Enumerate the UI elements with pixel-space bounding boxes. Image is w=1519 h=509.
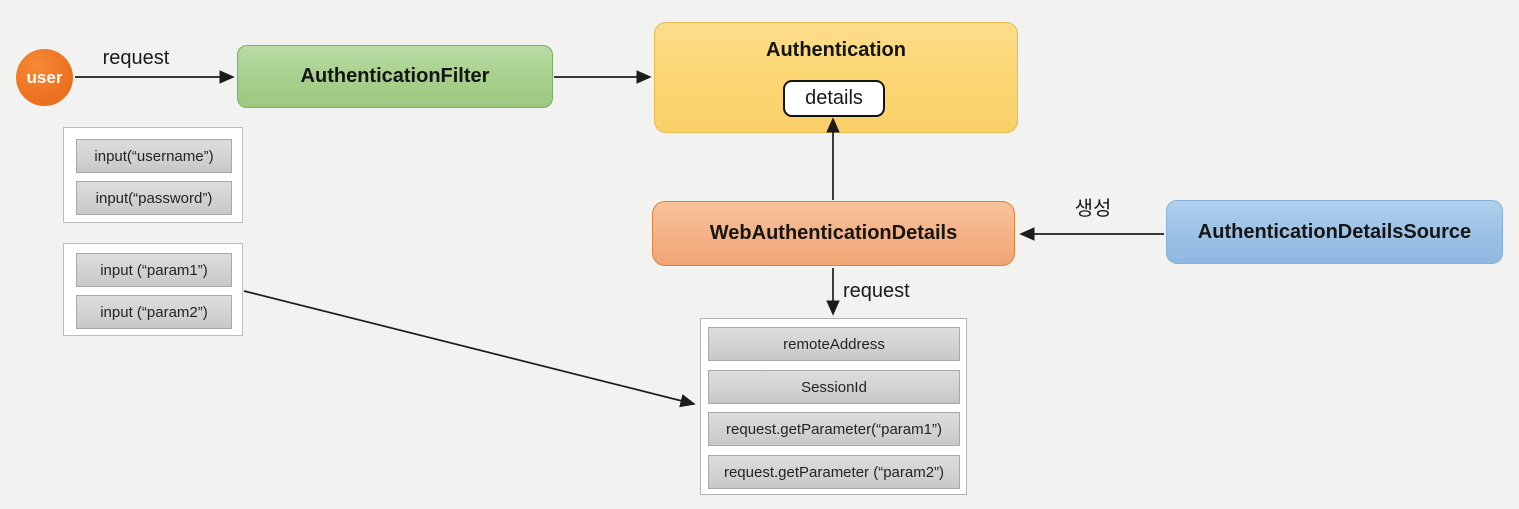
arrow-params-to-fields (243, 290, 696, 408)
input-username-row: input(“username”) (76, 139, 232, 173)
node-authentication-filter-label: AuthenticationFilter (300, 65, 490, 87)
node-web-authentication-details-label: WebAuthenticationDetails (709, 222, 958, 244)
input-param2-row: input (“param2”) (76, 295, 232, 329)
input-param1-row: input (“param1”) (76, 253, 232, 287)
node-authentication: Authentication details (654, 22, 1018, 133)
param-inputs-group: input (“param1”) input (“param2”) (63, 243, 243, 336)
edge-label-request-bottom: request (843, 280, 910, 302)
credential-inputs-group: input(“username”) input(“password”) (63, 127, 243, 223)
node-authentication-label: Authentication (766, 39, 906, 61)
edge-label-request-top: request (102, 47, 170, 69)
node-authentication-filter: AuthenticationFilter (237, 45, 553, 108)
node-authentication-details-source: AuthenticationDetailsSource (1166, 200, 1503, 264)
details-chip: details (783, 80, 885, 117)
input-password-row: input(“password”) (76, 181, 232, 215)
details-fields-group: remoteAddress SessionId request.getParam… (700, 318, 967, 495)
node-authentication-details-source-label: AuthenticationDetailsSource (1197, 220, 1472, 243)
get-parameter-param1-row: request.getParameter(“param1”) (708, 412, 960, 446)
user-actor: user (16, 49, 73, 106)
details-chip-label: details (805, 87, 863, 109)
node-web-authentication-details: WebAuthenticationDetails (652, 201, 1015, 266)
get-parameter-param2-row: request.getParameter (“param2”) (708, 455, 960, 489)
edge-label-create: 생성 (1074, 198, 1112, 220)
session-id-row: SessionId (708, 370, 960, 404)
user-actor-label: user (26, 67, 63, 87)
remote-address-row: remoteAddress (708, 327, 960, 361)
